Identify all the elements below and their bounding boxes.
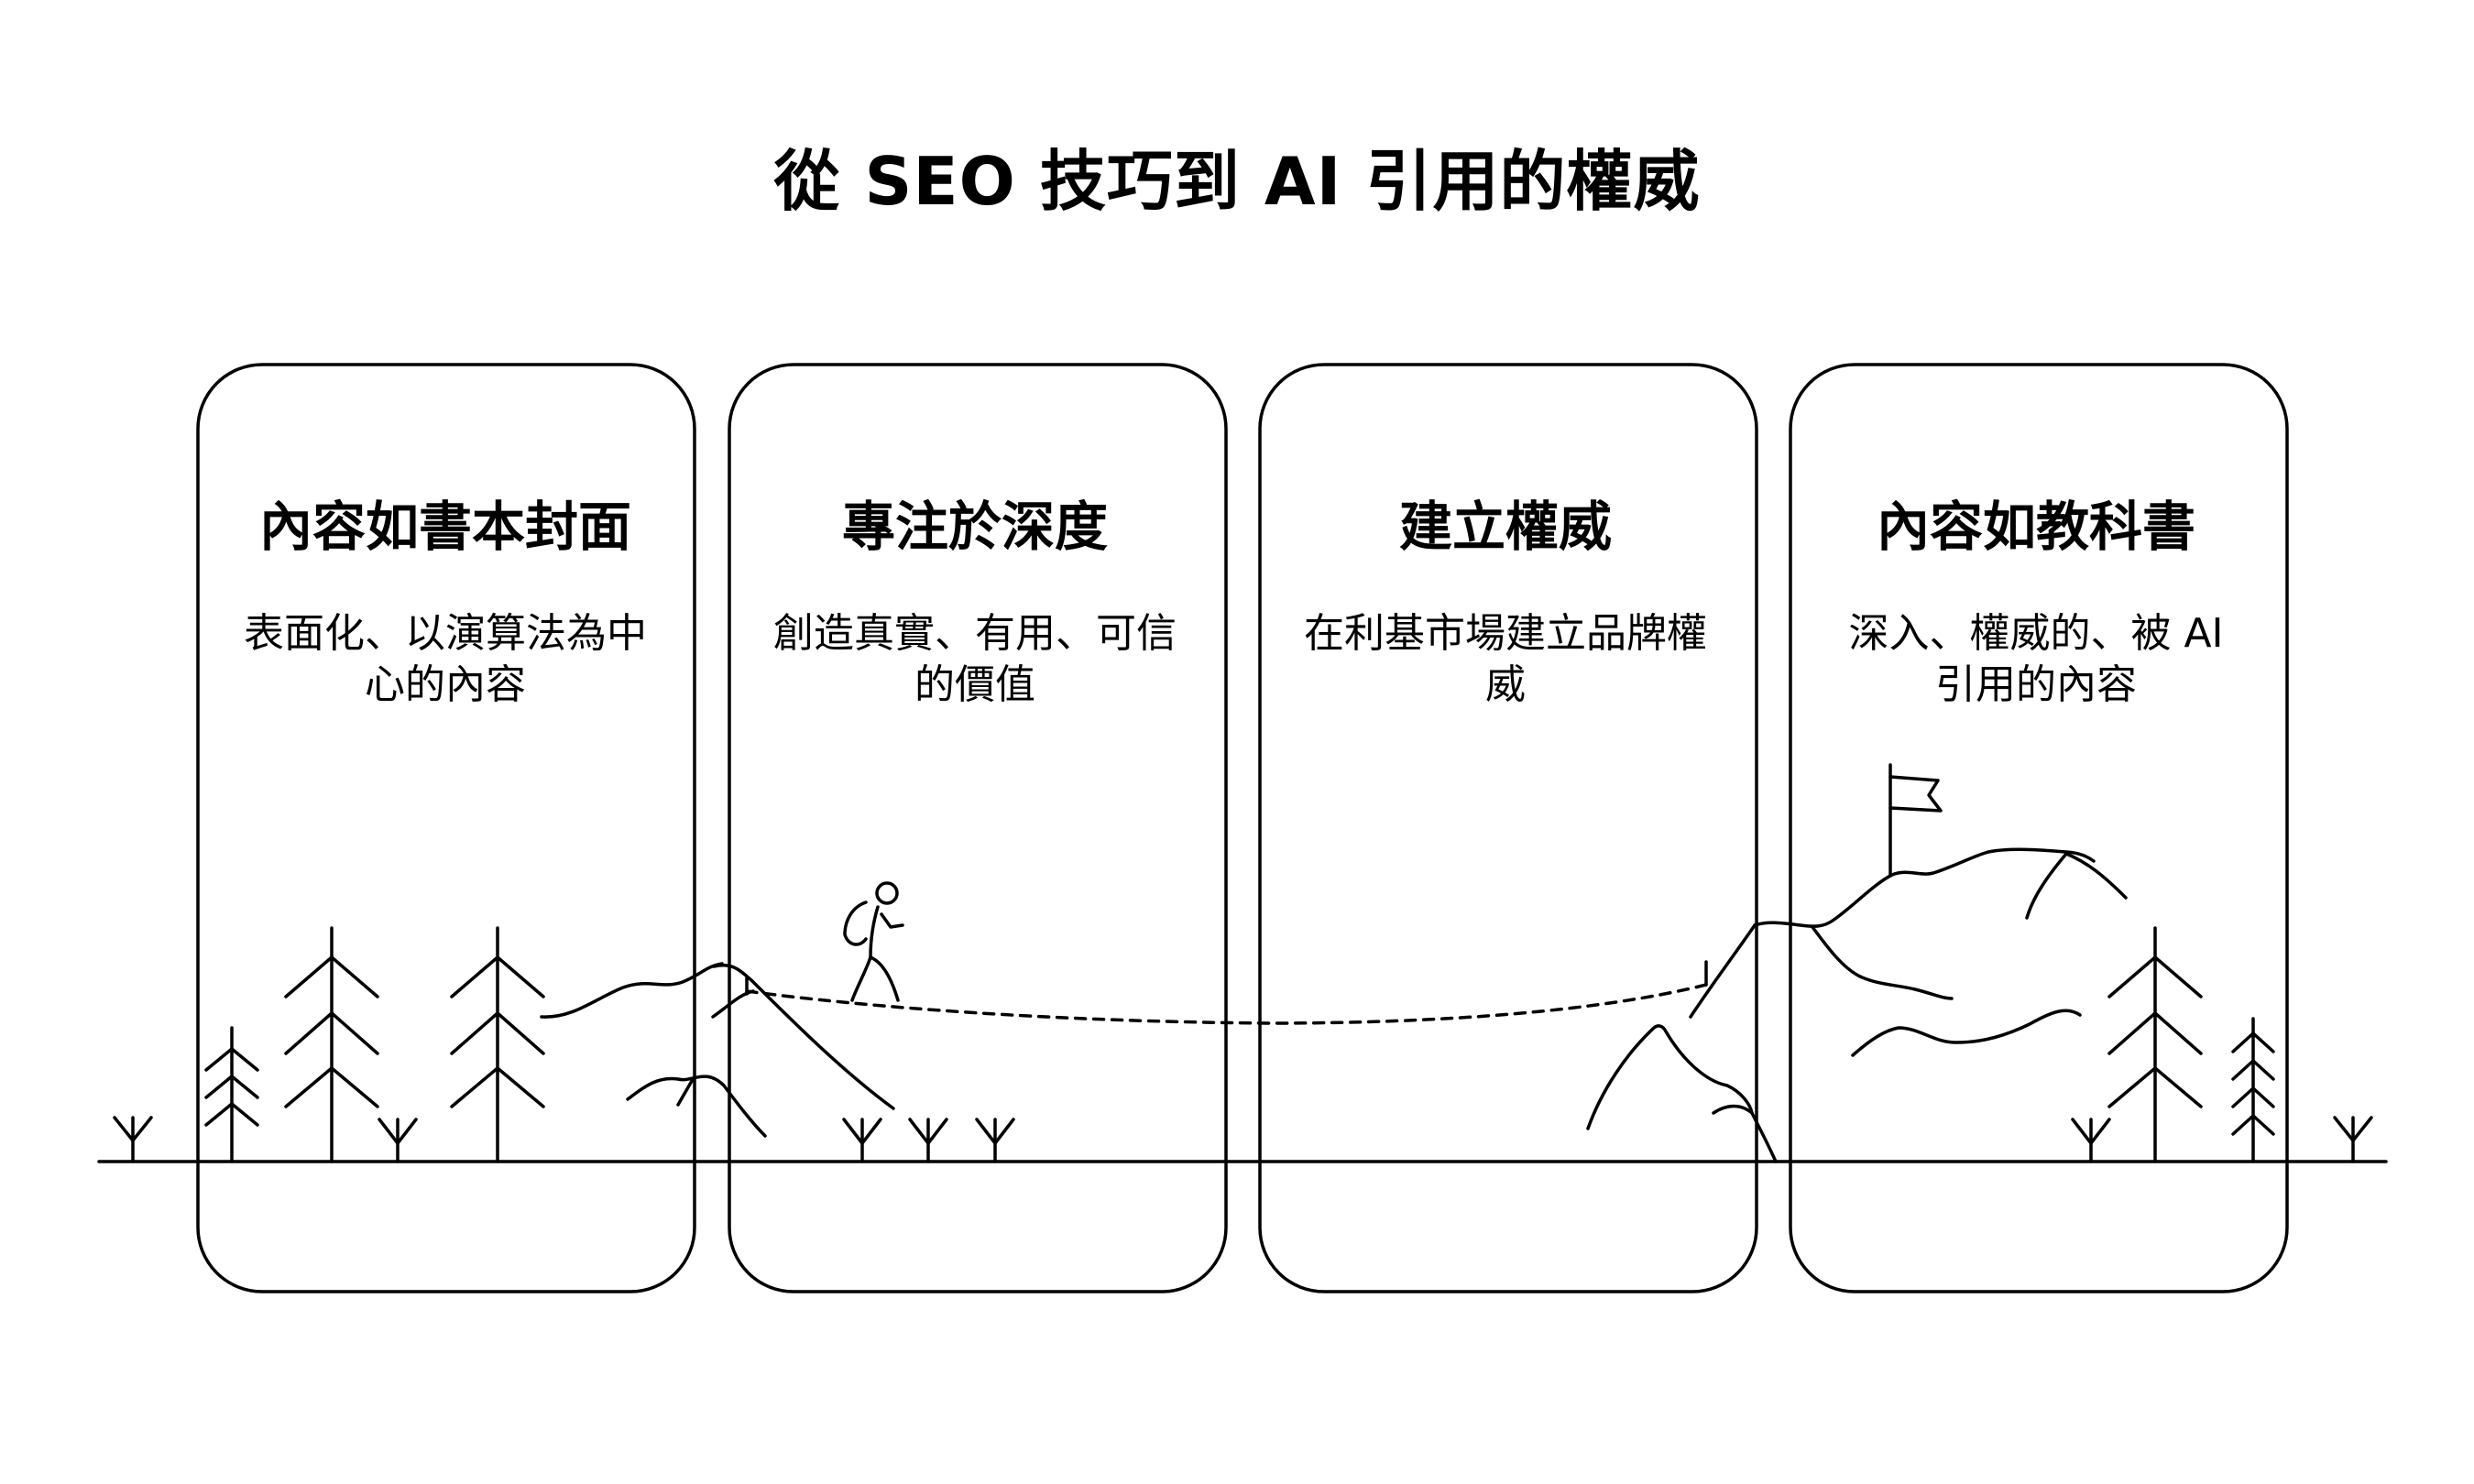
card-4: 內容如教科書 深入、權威的、被 AI 引用的內容: [1789, 486, 2283, 711]
page-title: 從 SEO 技巧到 AI 引用的權威: [773, 143, 1701, 220]
card-2-description: 創造真實、有用、可信的價值: [773, 610, 1177, 708]
card-1-heading: 內容如書本封面: [258, 496, 631, 558]
pine-tree-icon: [2107, 926, 2203, 1163]
pine-tree-icon: [2231, 1017, 2275, 1163]
grass-sprout-icon: [842, 1118, 882, 1163]
grass-sprout-icon: [2071, 1118, 2111, 1163]
card-4-outline: [1789, 363, 2289, 1293]
mountain-icon: [626, 964, 895, 1138]
card-3: 建立權威 在利基市場建立品牌權威: [1258, 486, 1753, 711]
hiker-icon: [843, 881, 904, 1002]
pine-tree-icon: [284, 926, 379, 1163]
trail-dashed-line: [745, 983, 1708, 1025]
flag-icon: [1888, 763, 1943, 877]
card-2: 專注於深度 創造真實、有用、可信的價值: [728, 486, 1222, 711]
card-3-description: 在利基市場建立品牌權威: [1304, 610, 1707, 708]
card-2-outline: [728, 363, 1228, 1293]
card-1-description: 表面化、以演算法為中心的內容: [244, 610, 647, 708]
card-1: 內容如書本封面 表面化、以演算法為中心的內容: [198, 486, 693, 711]
grass-sprout-icon: [975, 1118, 1015, 1163]
grass-sprout-icon: [378, 1118, 418, 1163]
card-4-description: 深入、權威的、被 AI 引用的內容: [1848, 610, 2224, 708]
mountain-icon: [1586, 923, 1778, 1163]
grass-sprout-icon: [908, 1118, 948, 1163]
card-1-outline: [196, 363, 696, 1293]
grass-sprout-icon: [113, 1116, 153, 1163]
pine-tree-icon: [204, 1026, 259, 1163]
card-4-heading: 內容如教科書: [1876, 496, 2195, 558]
card-3-outline: [1258, 363, 1758, 1293]
mountain-icon: [1753, 847, 2128, 1057]
card-3-heading: 建立權威: [1398, 496, 1612, 558]
pine-tree-icon: [450, 926, 545, 1163]
rolling-hill-line: [540, 962, 724, 1019]
grass-sprout-icon: [2333, 1116, 2373, 1163]
card-2-heading: 專注於深度: [841, 496, 1108, 558]
